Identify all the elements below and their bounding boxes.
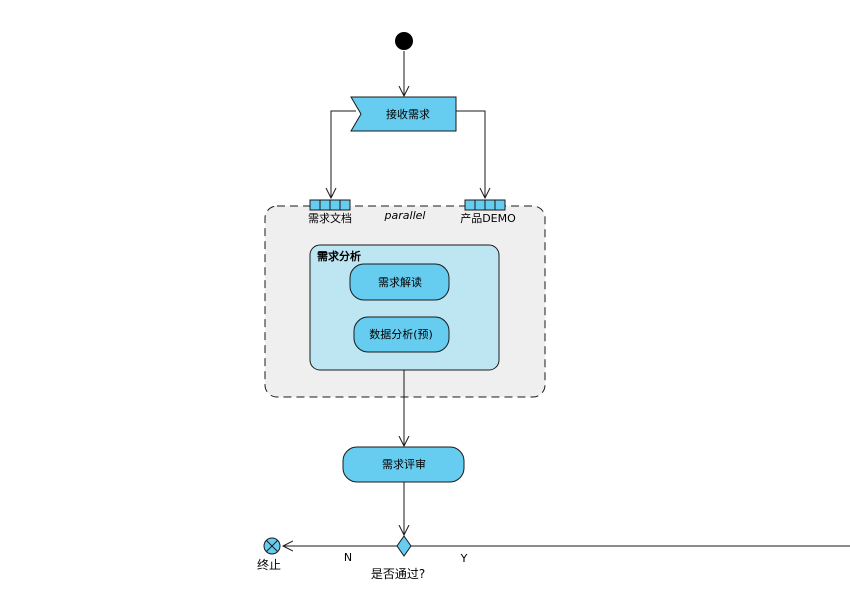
flow-receive-to-doc xyxy=(331,110,356,198)
terminate-label: 终止 xyxy=(257,557,281,572)
requirement-doc-pin xyxy=(309,199,351,211)
requirement-doc-label: 需求文档 xyxy=(308,211,352,225)
initial-node xyxy=(395,32,413,50)
requirement-review-label: 需求评审 xyxy=(382,457,426,471)
branch-no-label: N xyxy=(344,551,352,564)
decision-question-label: 是否通过? xyxy=(371,567,425,581)
data-analysis-label: 数据分析(预) xyxy=(369,327,433,341)
flow-receive-to-demo xyxy=(456,110,485,198)
parallel-keyword: parallel xyxy=(384,209,426,222)
requirement-interpretation-label: 需求解读 xyxy=(378,275,422,289)
decision-node[interactable] xyxy=(396,535,412,557)
receive-request-label: 接收需求 xyxy=(386,107,430,121)
product-demo-pin xyxy=(464,199,506,211)
receive-request-node[interactable]: 接收需求 xyxy=(350,96,457,132)
branch-yes-label: Y xyxy=(460,552,468,565)
requirement-review-node[interactable]: 需求评审 xyxy=(342,446,465,483)
requirement-analysis-label: 需求分析 xyxy=(317,249,361,263)
product-demo-label: 产品DEMO xyxy=(460,211,516,225)
data-analysis-node[interactable]: 数据分析(预) xyxy=(353,316,450,353)
flow-final-node xyxy=(263,537,281,555)
requirement-interpretation-node[interactable]: 需求解读 xyxy=(349,263,450,301)
